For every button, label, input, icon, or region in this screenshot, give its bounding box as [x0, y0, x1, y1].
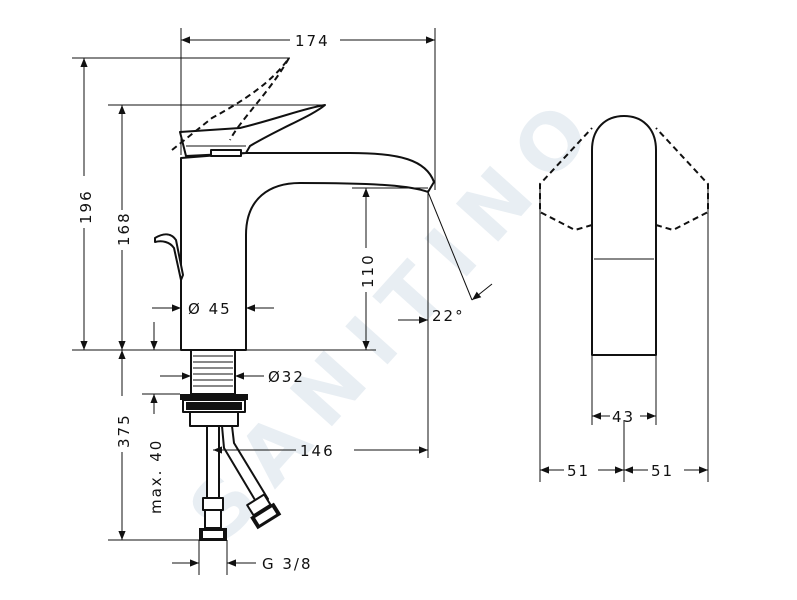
lever-cap [179, 104, 326, 157]
hose-straight [206, 425, 220, 499]
dim-diameter-45: Ø 45 [188, 300, 232, 318]
thread-connection [180, 349, 248, 427]
dim-375: 375 [115, 413, 133, 448]
dim-diameter-32: Ø32 [268, 368, 305, 386]
lever-plate [210, 149, 242, 157]
dim-146: 146 [300, 442, 335, 460]
dim-g-3-8: G 3/8 [262, 555, 313, 573]
dim-43: 43 [612, 408, 635, 426]
lever-front-view [539, 115, 709, 482]
lever-swing-left [539, 127, 593, 232]
faucet-body [180, 152, 435, 351]
dim-51-right: 51 [651, 462, 674, 480]
faucet-side-view [154, 57, 435, 541]
hose-fitting-straight [199, 497, 227, 541]
dim-51-left: 51 [567, 462, 590, 480]
dimension-lines [72, 28, 493, 575]
lever-handle-front [591, 115, 657, 356]
dim-196: 196 [77, 189, 95, 224]
dim-angle-22: 22° [432, 307, 465, 325]
hose-fitting-angled [246, 493, 282, 530]
dim-110: 110 [359, 253, 377, 288]
lever-swing-right [655, 127, 709, 232]
dim-174: 174 [295, 32, 330, 50]
dim-168: 168 [115, 211, 133, 246]
popup-rod [154, 233, 184, 281]
dim-max-40: max. 40 [147, 439, 165, 514]
